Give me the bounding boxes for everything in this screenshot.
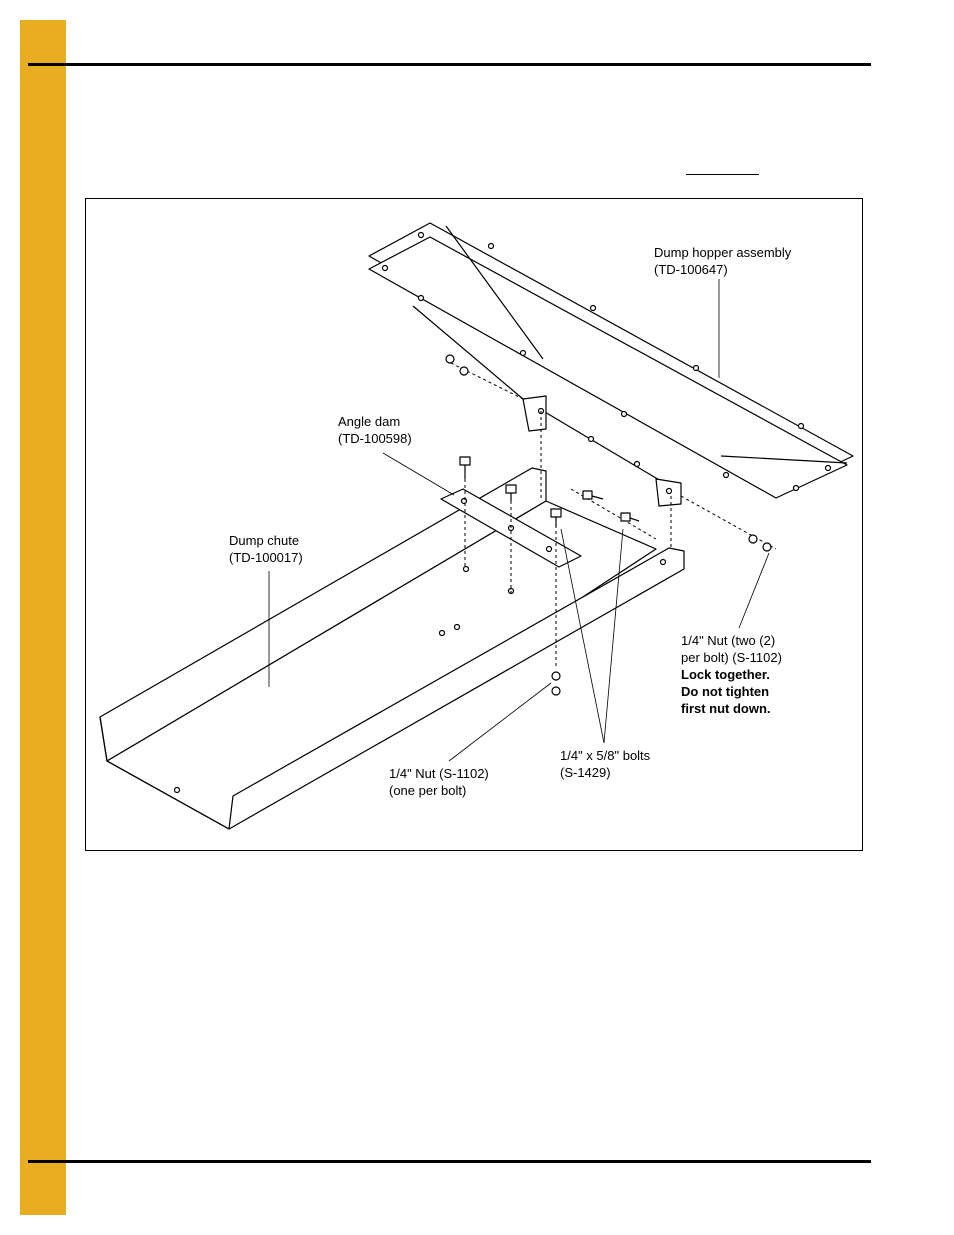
dump-chute-drawing <box>99 467 685 830</box>
figure-reference-underline <box>686 174 759 175</box>
dump-hopper-drawing <box>368 222 854 507</box>
dump-hopper-label: Dump hopper assembly (TD-100647) <box>654 245 792 277</box>
angle-dam-label: Angle dam (TD-100598) <box>338 414 412 446</box>
nut-two-per-bolt-label: 1/4" Nut (two (2) per bolt) (S-1102) Loc… <box>681 633 782 716</box>
footer-rule <box>28 1160 871 1163</box>
nuts-drawing <box>445 354 772 696</box>
dump-chute-label: Dump chute (TD-100017) <box>229 533 303 565</box>
bolts-drawing <box>459 456 640 527</box>
side-accent-bar <box>20 20 66 1215</box>
header-rule <box>28 63 871 66</box>
nut-one-per-bolt-label: 1/4" Nut (S-1102) (one per bolt) <box>389 766 489 798</box>
assembly-figure: Dump hopper assembly (TD-100647) Angle d… <box>85 198 863 851</box>
assembly-drawing <box>99 222 854 830</box>
bolts-label: 1/4" x 5/8" bolts (S-1429) <box>560 748 651 780</box>
